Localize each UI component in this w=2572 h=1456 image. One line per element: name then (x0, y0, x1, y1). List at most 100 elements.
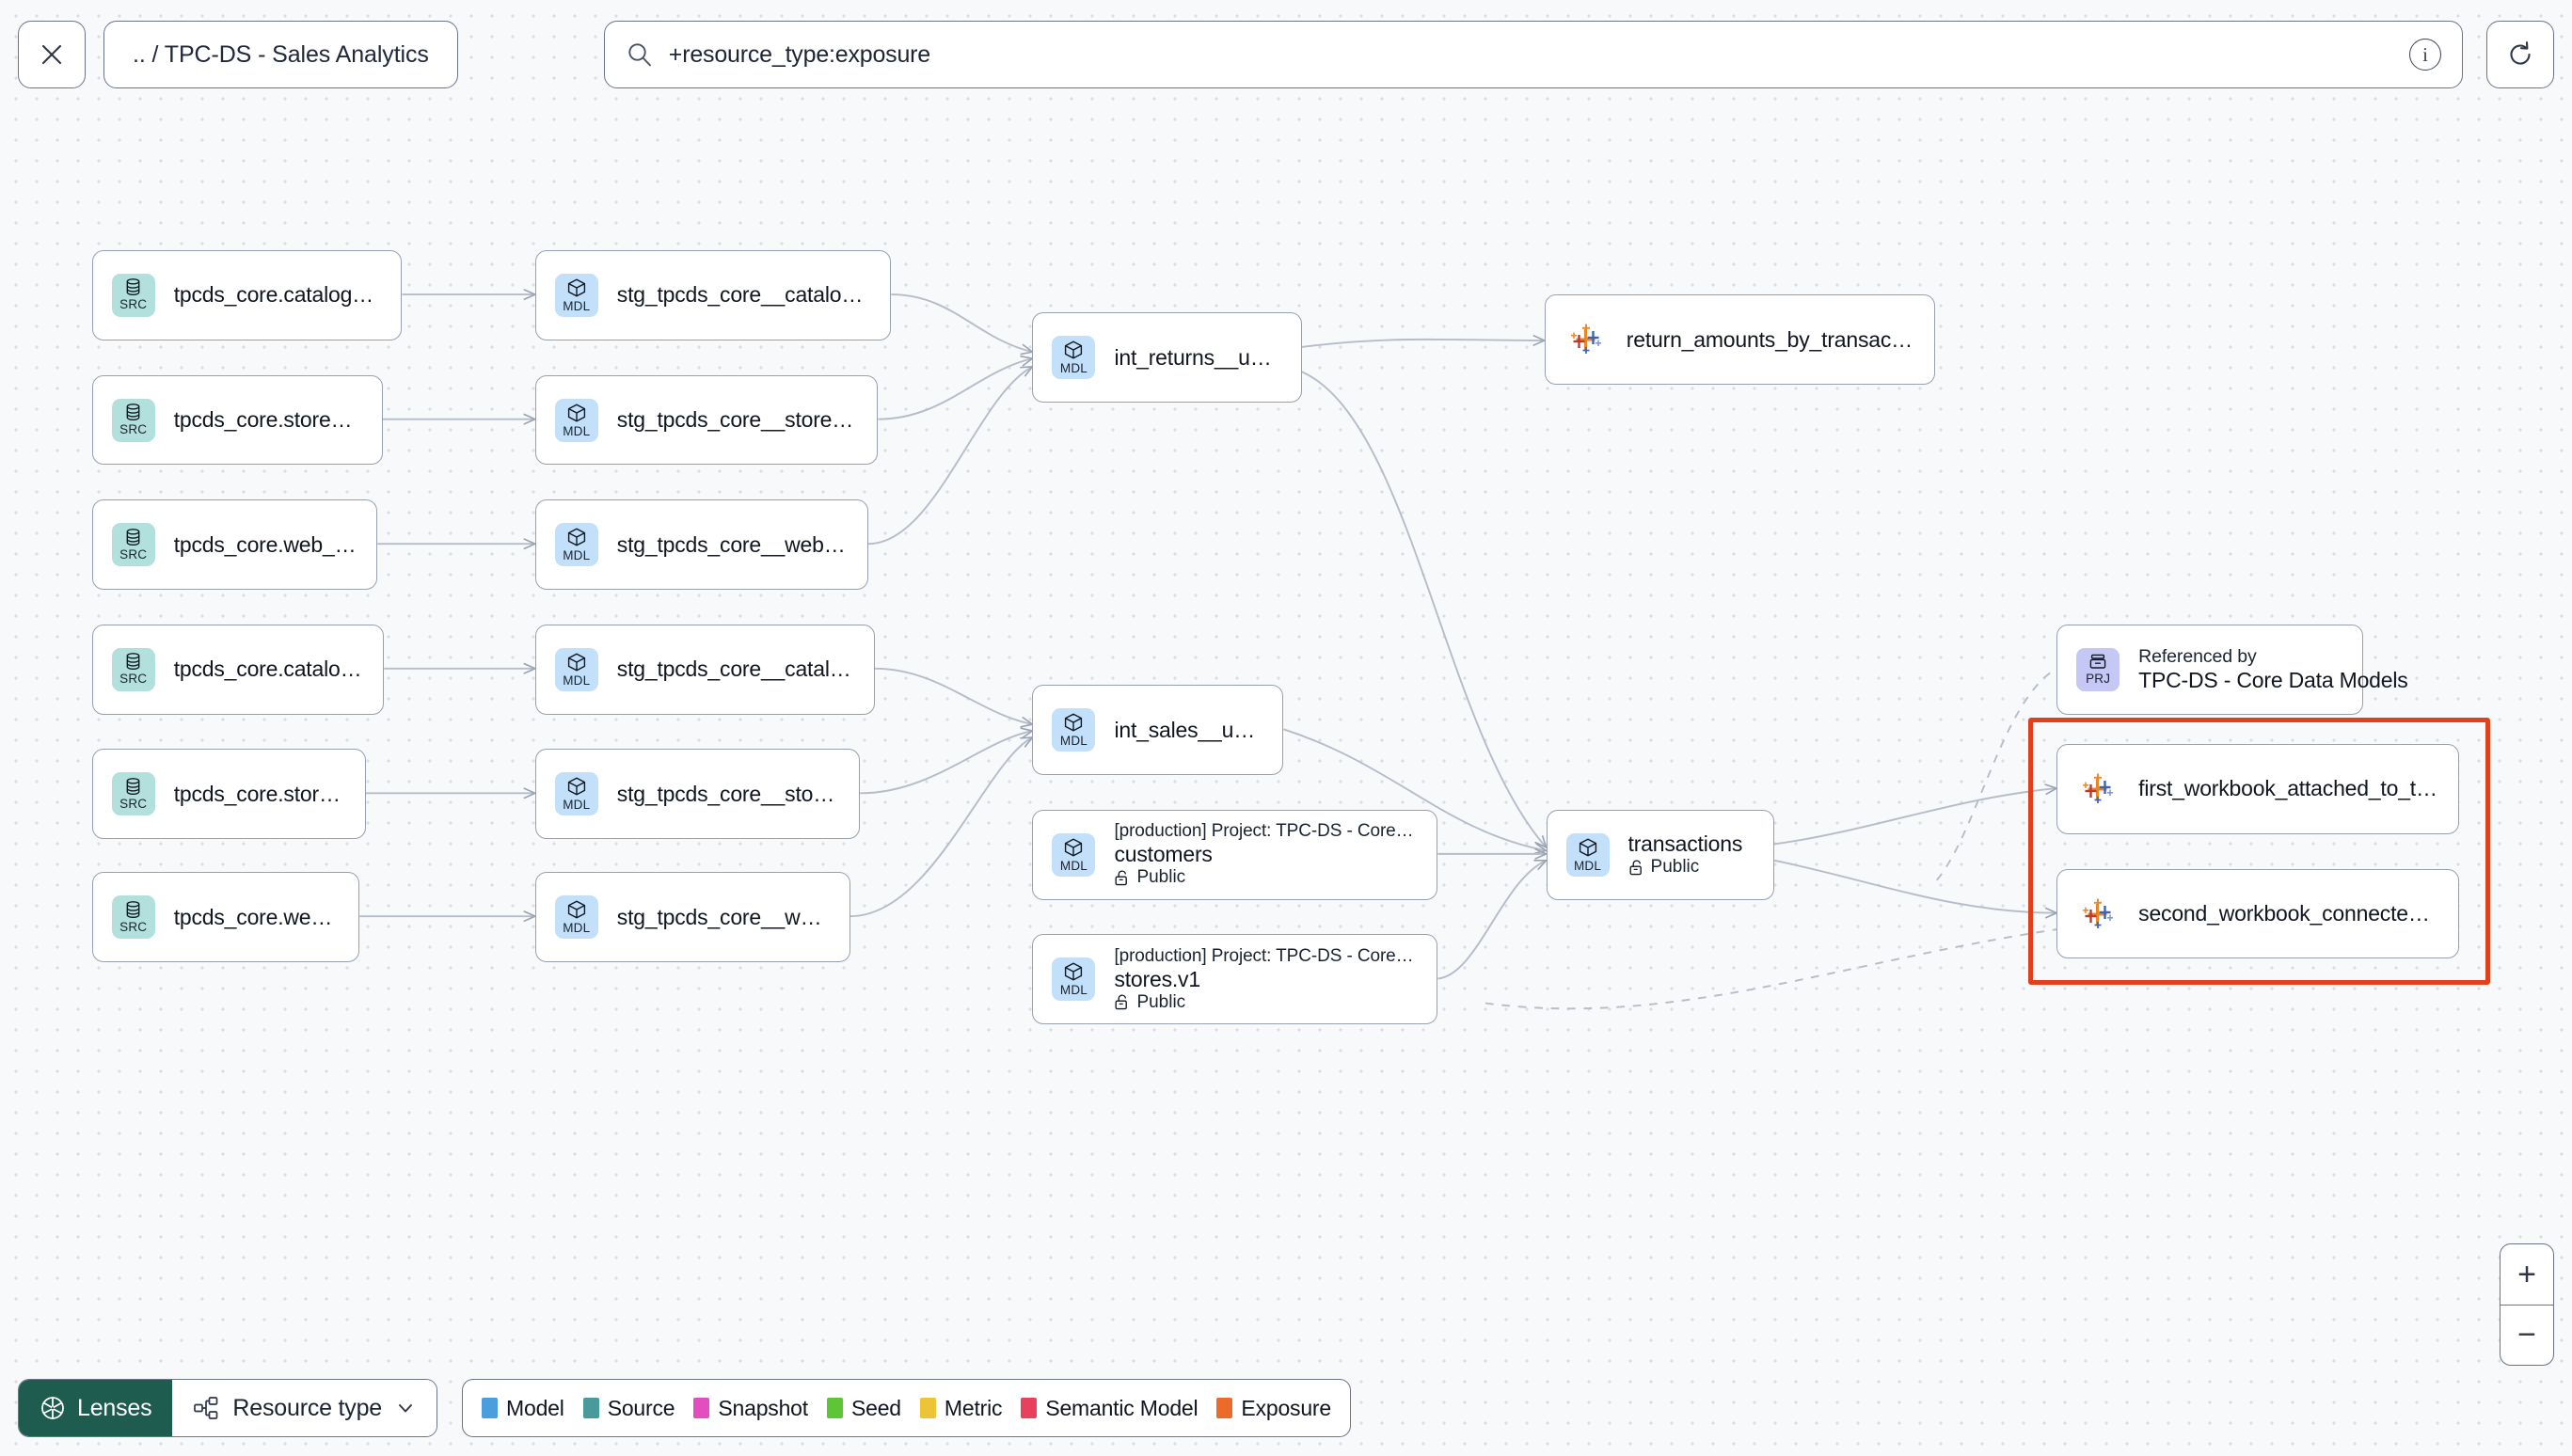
graph-canvas[interactable]: SRC tpcds_core.catalog_returns SRC tpcds… (0, 109, 2572, 1456)
aperture-icon (41, 1397, 64, 1419)
node-text: tpcds_core.web_returns (174, 532, 358, 558)
cube-icon (567, 528, 585, 546)
node-text: tpcds_core.web_sales (174, 905, 340, 930)
graph-node-stg_catalog_sales[interactable]: MDL stg_tpcds_core__catalog_sales (534, 624, 875, 715)
node-text: [production] Project: TPC-DS - Core Data… (1114, 821, 1418, 888)
graph-node-stg_web_returns[interactable]: MDL stg_tpcds_core__web_returns (534, 499, 868, 591)
node-text: tpcds_core.store_returns (174, 407, 363, 433)
search-input[interactable] (668, 40, 2394, 69)
refresh-button[interactable] (2486, 21, 2554, 88)
node-title: stg_tpcds_core__web_returns (616, 531, 849, 557)
zoom-in-button[interactable]: + (2501, 1244, 2553, 1305)
node-visibility-label: Public (1650, 857, 1700, 878)
node-type-glyph (566, 652, 587, 673)
graph-node-first_workbook[interactable]: first_workbook_attached_to_tpc-ds_-_… (2056, 744, 2459, 834)
node-type-tag: SRC (119, 297, 148, 312)
graph-node-src_store_sales[interactable]: SRC tpcds_core.store_sales (91, 749, 367, 840)
legend-item-exposure[interactable]: Exposure (1216, 1396, 1331, 1421)
graph-node-stg_catalog_returns[interactable]: MDL stg_tpcds_core__catalog_returns (534, 250, 892, 340)
hierarchy-icon (194, 1397, 218, 1419)
legend-item-metric[interactable]: Metric (919, 1396, 1003, 1421)
graph-node-stg_web_sales[interactable]: MDL stg_tpcds_core__web_sales (534, 872, 850, 962)
node-title: stg_tpcds_core__web_sales (616, 904, 831, 929)
unlock-icon (1115, 994, 1128, 1010)
node-visibility-label: Public (1136, 991, 1186, 1012)
node-title: transactions (1627, 831, 1743, 857)
node-type-tag: MDL (563, 921, 591, 935)
zoom-out-button[interactable]: − (2501, 1305, 2553, 1365)
node-title: TPC-DS - Core Data Models (2138, 667, 2408, 692)
node-type-tag: MDL (563, 298, 591, 313)
database-icon (126, 404, 140, 420)
node-visibility: Public (1114, 867, 1418, 888)
header-bar: .. / TPC-DS - Sales Analytics i (0, 0, 2572, 109)
graph-node-src_web_returns[interactable]: SRC tpcds_core.web_returns (91, 499, 378, 591)
graph-node-int_returns_unioned[interactable]: MDL int_returns__unioned (1032, 312, 1302, 404)
node-text: int_sales__unioned (1114, 718, 1263, 743)
node-type-glyph (566, 403, 587, 423)
node-text: transactions Public (1628, 831, 1743, 878)
graph-node-src_catalog_sales[interactable]: SRC tpcds_core.catalog_sales (91, 624, 385, 715)
node-title: stg_tpcds_core__catalog_sales (616, 657, 855, 682)
graph-node-int_sales_unioned[interactable]: MDL int_sales__unioned (1032, 685, 1284, 776)
node-type-tag: SRC (119, 796, 148, 811)
unlock-icon (1115, 870, 1128, 885)
graph-node-src_catalog_returns[interactable]: SRC tpcds_core.catalog_returns (91, 250, 403, 340)
legend-item-semantic-model[interactable]: Semantic Model (1021, 1395, 1199, 1421)
resource-type-legend: Model Source Snapshot Seed Metric Semant… (462, 1379, 1351, 1437)
graph-node-transactions[interactable]: MDL transactions Public (1546, 809, 1775, 900)
tableau-workbook-icon (1570, 324, 1601, 355)
legend-swatch (1216, 1398, 1233, 1418)
node-type-glyph (1063, 837, 1084, 858)
close-button[interactable] (18, 21, 86, 88)
legend-item-model[interactable]: Model (482, 1396, 564, 1421)
info-glyph: i (2422, 42, 2428, 66)
resource-type-dropdown[interactable]: Resource type (172, 1380, 437, 1436)
search-bar[interactable]: i (603, 21, 2463, 88)
legend-item-snapshot[interactable]: Snapshot (693, 1396, 808, 1421)
node-project-path: [production] Project: TPC-DS - Core Data… (1114, 821, 1418, 842)
legend-item-source[interactable]: Source (582, 1396, 675, 1421)
node-type-glyph (123, 404, 143, 421)
legend-item-seed[interactable]: Seed (826, 1395, 901, 1421)
node-title: tpcds_core.store_returns (173, 407, 363, 433)
node-badge-mdl: MDL (1565, 832, 1610, 877)
graph-node-return_amounts[interactable]: return_amounts_by_transaction_type (1544, 294, 1936, 386)
node-type-tag: SRC (119, 546, 148, 562)
archive-icon (2089, 654, 2106, 669)
graph-node-customers[interactable]: MDL [production] Project: TPC-DS - Core … (1032, 809, 1438, 900)
legend-label: Seed (850, 1395, 901, 1420)
database-icon (126, 900, 140, 918)
node-title: tpcds_core.catalog_sales (173, 657, 365, 682)
cube-icon (567, 278, 585, 297)
graph-node-second_workbook[interactable]: second_workbook_connected_to_live… (2056, 868, 2459, 959)
graph-node-src_store_returns[interactable]: SRC tpcds_core.store_returns (91, 374, 383, 466)
node-title: stg_tpcds_core__catalog_returns (616, 282, 872, 308)
graph-node-stg_store_returns[interactable]: MDL stg_tpcds_core__store_returns (534, 374, 879, 466)
node-type-glyph (123, 278, 143, 296)
node-title: customers (1114, 842, 1213, 867)
node-type-glyph (2088, 653, 2108, 671)
node-title: return_amounts_by_transaction_type (1626, 326, 1915, 352)
breadcrumb-button[interactable]: .. / TPC-DS - Sales Analytics (103, 21, 458, 88)
info-icon[interactable]: i (2409, 39, 2441, 71)
legend-label: Semantic Model (1045, 1395, 1199, 1420)
cube-icon (1579, 838, 1596, 857)
node-title: first_workbook_attached_to_tpc-ds_-_… (2138, 776, 2438, 801)
graph-node-stg_store_sales[interactable]: MDL stg_tpcds_core__store_sales (534, 749, 861, 840)
node-title: int_sales__unioned (1114, 717, 1263, 742)
graph-node-stores_v1[interactable]: MDL [production] Project: TPC-DS - Core … (1032, 934, 1438, 1025)
node-type-tag: MDL (563, 673, 591, 688)
bottom-toolbar: Lenses Resource type Model Source (18, 1379, 1351, 1437)
node-type-tag: MDL (563, 798, 591, 813)
node-type-tag: MDL (1573, 858, 1602, 873)
node-badge-prj: PRJ (2076, 647, 2120, 691)
legend-label: Model (506, 1395, 564, 1420)
breadcrumb-label: .. / TPC-DS - Sales Analytics (133, 40, 429, 68)
node-text: return_amounts_by_transaction_type (1627, 327, 1915, 353)
node-type-tag: SRC (119, 672, 148, 687)
graph-node-src_web_sales[interactable]: SRC tpcds_core.web_sales (91, 872, 360, 962)
lenses-button[interactable]: Lenses (19, 1380, 173, 1436)
